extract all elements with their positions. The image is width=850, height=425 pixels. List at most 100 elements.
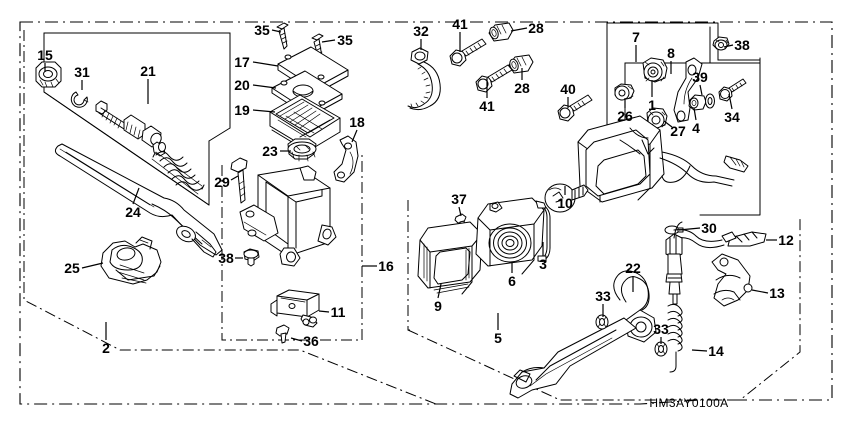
part-1-bushing — [642, 57, 668, 83]
part-21-piston-kit — [95, 100, 205, 195]
leader-line-19 — [252, 109, 276, 113]
callout-label-5: 5 — [494, 330, 502, 346]
leader-line-29 — [230, 175, 239, 181]
part-25-clamp — [100, 236, 162, 285]
callout-label-21: 21 — [140, 63, 156, 79]
callout-label-32: 32 — [413, 23, 429, 39]
leader-line-28 — [510, 27, 528, 32]
callout-label-38: 38 — [734, 37, 750, 53]
callout-label-31: 31 — [74, 64, 90, 80]
part-31-circlip — [70, 91, 89, 108]
part-38-nut-center — [243, 248, 260, 267]
callout-label-12: 12 — [778, 232, 794, 248]
callout-label-13: 13 — [769, 285, 785, 301]
part-24-brake-lever — [54, 143, 223, 258]
callout-label-28: 28 — [528, 20, 544, 36]
part-41-bolt-lower — [475, 64, 513, 93]
leader-line-24 — [132, 187, 140, 205]
part-3-gasket — [535, 200, 551, 263]
part-26-grommet — [614, 83, 635, 101]
part-14-switch-spring — [665, 221, 683, 373]
part-15-cap — [35, 61, 62, 88]
part-38-nut-right — [712, 36, 730, 51]
callout-label-34: 34 — [724, 109, 740, 125]
diagram-part-code: HM3AY0100A — [649, 396, 729, 410]
callout-label-35: 35 — [337, 32, 353, 48]
callout-label-27: 27 — [670, 123, 686, 139]
part-20-plate — [271, 70, 343, 118]
leader-line-11 — [318, 310, 330, 313]
leader-line-20 — [252, 84, 277, 89]
callout-label-38: 38 — [218, 250, 234, 266]
callout-label-2: 2 — [102, 340, 110, 356]
callout-label-4: 4 — [692, 120, 700, 136]
part-33-washer-left — [595, 314, 609, 330]
part-10-bulb — [544, 183, 589, 213]
part-6-reflector — [475, 197, 545, 275]
part-8-stay — [673, 57, 703, 123]
callout-label-20: 20 — [234, 77, 250, 93]
leader-line-4 — [693, 107, 697, 121]
leader-line-36 — [290, 337, 303, 342]
callout-label-11: 11 — [330, 304, 346, 320]
leader-line-25 — [81, 262, 104, 269]
callout-label-7: 7 — [632, 29, 640, 45]
callout-label-33: 33 — [653, 321, 669, 337]
leader-line-35 — [321, 39, 336, 43]
part-13-bracket — [711, 253, 753, 307]
callout-label-1: 1 — [648, 97, 656, 113]
callout-label-35: 35 — [254, 22, 270, 38]
leader-line-14 — [691, 349, 708, 352]
part-32-clamp-strap — [407, 47, 441, 111]
callout-label-36: 36 — [303, 333, 319, 349]
leader-line-37 — [458, 206, 462, 217]
part-11-brake-switch — [270, 289, 320, 328]
callout-label-3: 3 — [539, 256, 547, 272]
leader-line-38 — [723, 44, 734, 48]
part-28-collar-upper — [488, 22, 514, 42]
leader-line-17 — [252, 61, 279, 67]
callout-label-39: 39 — [692, 69, 708, 85]
callout-label-8: 8 — [667, 45, 675, 61]
callout-label-15: 15 — [37, 47, 53, 63]
callout-label-37: 37 — [451, 191, 467, 207]
callout-label-14: 14 — [708, 343, 724, 359]
part-7-lamp-housing — [577, 115, 749, 203]
callout-label-19: 19 — [234, 102, 250, 118]
leader-line-30 — [678, 227, 701, 231]
part-41-bolt-upper — [449, 38, 487, 67]
callout-label-33: 33 — [595, 288, 611, 304]
part-34-bolt — [718, 78, 747, 102]
callout-label-40: 40 — [560, 81, 576, 97]
callout-label-30: 30 — [701, 220, 717, 236]
leader-line-9 — [437, 283, 442, 299]
callout-label-26: 26 — [617, 108, 633, 124]
callout-label-23: 23 — [262, 143, 278, 159]
part-19-reservoir — [269, 94, 341, 154]
part-18-bracket — [333, 135, 359, 183]
part-9-rim — [417, 221, 483, 295]
callout-leader-lines — [44, 27, 777, 352]
leader-line-18 — [351, 129, 358, 143]
part-23-cap — [287, 138, 317, 162]
part-39-washer — [705, 93, 715, 109]
callout-label-41: 41 — [452, 16, 468, 32]
callout-label-24: 24 — [125, 204, 141, 220]
callout-label-29: 29 — [214, 174, 230, 190]
leader-line-27 — [663, 120, 673, 128]
callout-label-17: 17 — [234, 54, 250, 70]
callout-label-25: 25 — [64, 260, 80, 276]
part-36-screw — [275, 324, 290, 344]
callout-label-18: 18 — [349, 114, 365, 130]
part-12-harness — [673, 229, 767, 249]
part-33-washer-right — [654, 341, 668, 357]
callout-label-6: 6 — [508, 273, 516, 289]
part-22-brake-pedal — [509, 270, 657, 399]
leader-line-39 — [699, 84, 703, 96]
callout-label-9: 9 — [434, 298, 442, 314]
part-28-collar-lower — [508, 54, 534, 74]
callout-label-16: 16 — [378, 258, 394, 274]
callout-label-22: 22 — [625, 260, 641, 276]
